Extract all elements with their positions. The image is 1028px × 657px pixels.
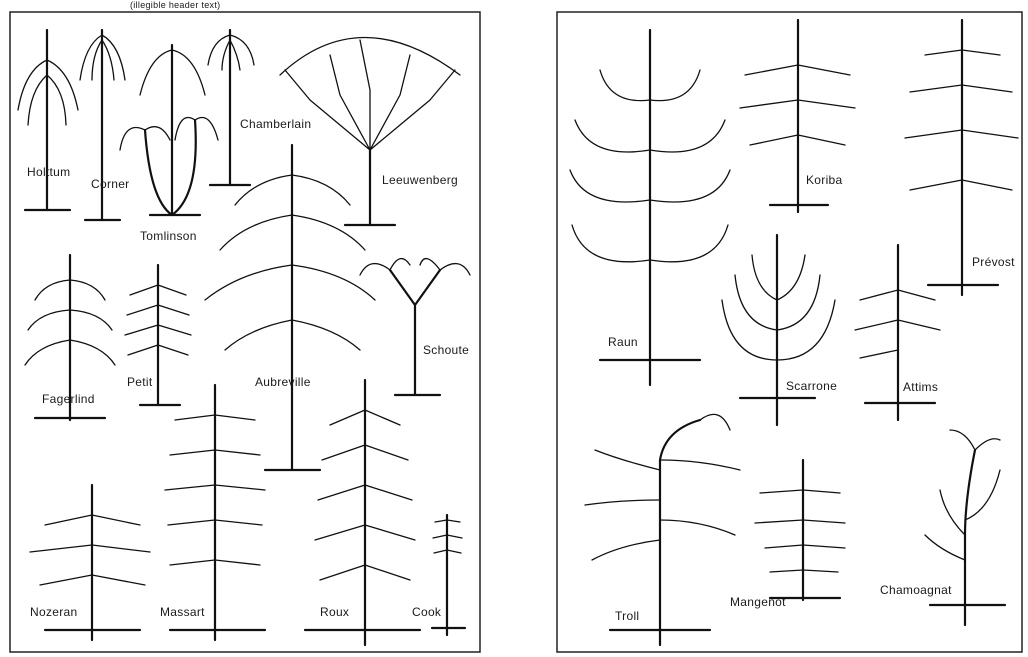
tree-schoute (360, 259, 470, 395)
label-chamberlain: Chamberlain (240, 117, 311, 131)
tree-troll (585, 414, 740, 645)
label-corner: Corner (91, 177, 129, 191)
tree-massart (165, 385, 265, 640)
header-scribble: (illegible header text) (130, 0, 220, 10)
tree-tomlinson (120, 45, 218, 215)
left-panel-frame (10, 12, 480, 652)
right-panel-frame (557, 12, 1022, 652)
label-raun: Raun (608, 335, 638, 349)
tree-aubreville (205, 145, 375, 470)
label-massart: Massart (160, 605, 205, 619)
label-tomlinson: Tomlinson (140, 229, 197, 243)
tree-prevost (905, 20, 1018, 295)
label-mangenot: Mangenot (730, 595, 786, 609)
label-schoute: Schoute (423, 343, 469, 357)
label-roux: Roux (320, 605, 349, 619)
label-koriba: Koriba (806, 173, 843, 187)
label-nozeran: Nozeran (30, 605, 77, 619)
tree-scarrone (722, 235, 835, 425)
label-petit: Petit (127, 375, 153, 389)
tree-corner (80, 30, 125, 220)
label-holttum: Holttum (27, 165, 70, 179)
label-scarrone: Scarrone (786, 379, 837, 393)
label-leeuwenberg: Leeuwenberg (382, 173, 458, 187)
tree-leeuwenberg (280, 38, 460, 226)
label-chamoagnat: Chamoagnat (880, 583, 952, 597)
label-fagerlind: Fagerlind (42, 392, 95, 406)
label-attims: Attims (903, 380, 938, 394)
tree-chamberlain (208, 30, 254, 185)
label-prevost: Prévost (972, 255, 1015, 269)
tree-raun (570, 30, 730, 385)
tree-holttum (18, 30, 78, 210)
tree-mangenot (755, 460, 845, 600)
label-cook: Cook (412, 605, 442, 619)
label-troll: Troll (615, 609, 639, 623)
label-aubreville: Aubreville (255, 375, 311, 389)
